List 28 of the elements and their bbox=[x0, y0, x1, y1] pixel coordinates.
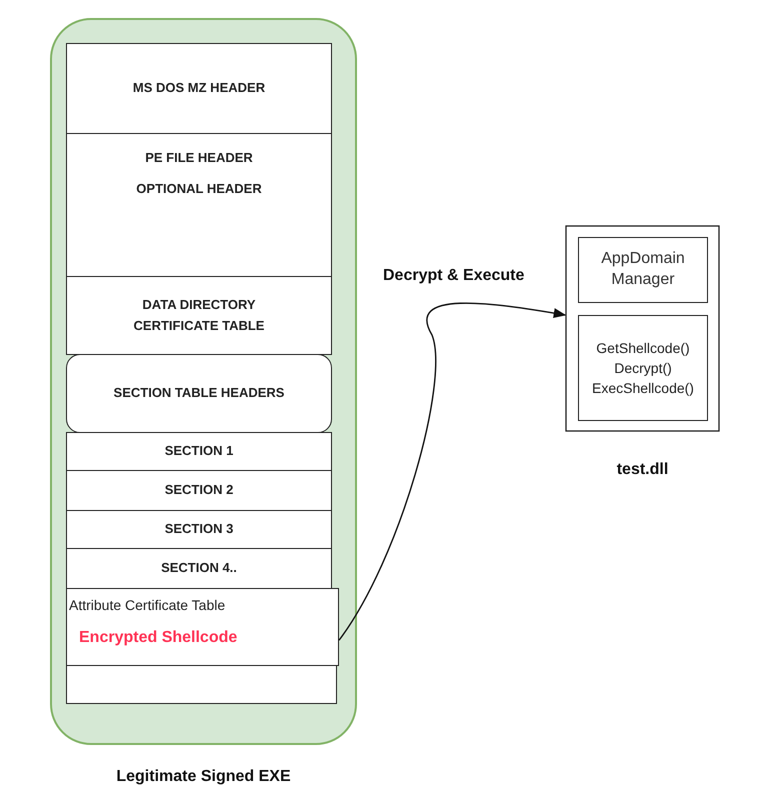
section-label: PE FILE HEADER bbox=[145, 149, 253, 167]
highlight-label: Encrypted Shellcode bbox=[79, 629, 238, 647]
section-label: OPTIONAL HEADER bbox=[136, 180, 262, 198]
component-box bbox=[578, 315, 708, 421]
section-label: MS DOS MZ HEADER bbox=[132, 79, 266, 98]
section-box bbox=[66, 133, 332, 277]
section-label: SECTION 1 bbox=[164, 442, 234, 460]
section-label: SECTION 3 bbox=[164, 520, 234, 538]
component-box bbox=[578, 237, 708, 303]
section-label: SECTION 4.. bbox=[161, 559, 237, 578]
section-box bbox=[66, 588, 339, 666]
caption-text: test.dll bbox=[616, 461, 670, 479]
caption-text: Legitimate Signed EXE bbox=[115, 768, 292, 786]
section-box bbox=[66, 354, 332, 433]
section-box bbox=[66, 548, 332, 589]
table-label: Attribute Certificate Table bbox=[69, 597, 226, 613]
section-box bbox=[66, 43, 332, 134]
curved-arrow bbox=[338, 302, 566, 641]
section-box bbox=[66, 276, 332, 355]
method-list: GetShellcode() Decrypt() ExecShellcode() bbox=[592, 338, 694, 398]
section-label: SECTION TABLE HEADERS bbox=[114, 384, 284, 402]
component-label: AppDomain Manager bbox=[601, 249, 685, 290]
section-box bbox=[66, 510, 332, 549]
section-box bbox=[66, 470, 332, 511]
section-box bbox=[66, 665, 337, 704]
section-label: DATA DIRECTORY CERTIFICATE TABLE bbox=[132, 296, 266, 334]
section-label: SECTION 2 bbox=[164, 481, 234, 500]
section-box bbox=[66, 432, 332, 471]
